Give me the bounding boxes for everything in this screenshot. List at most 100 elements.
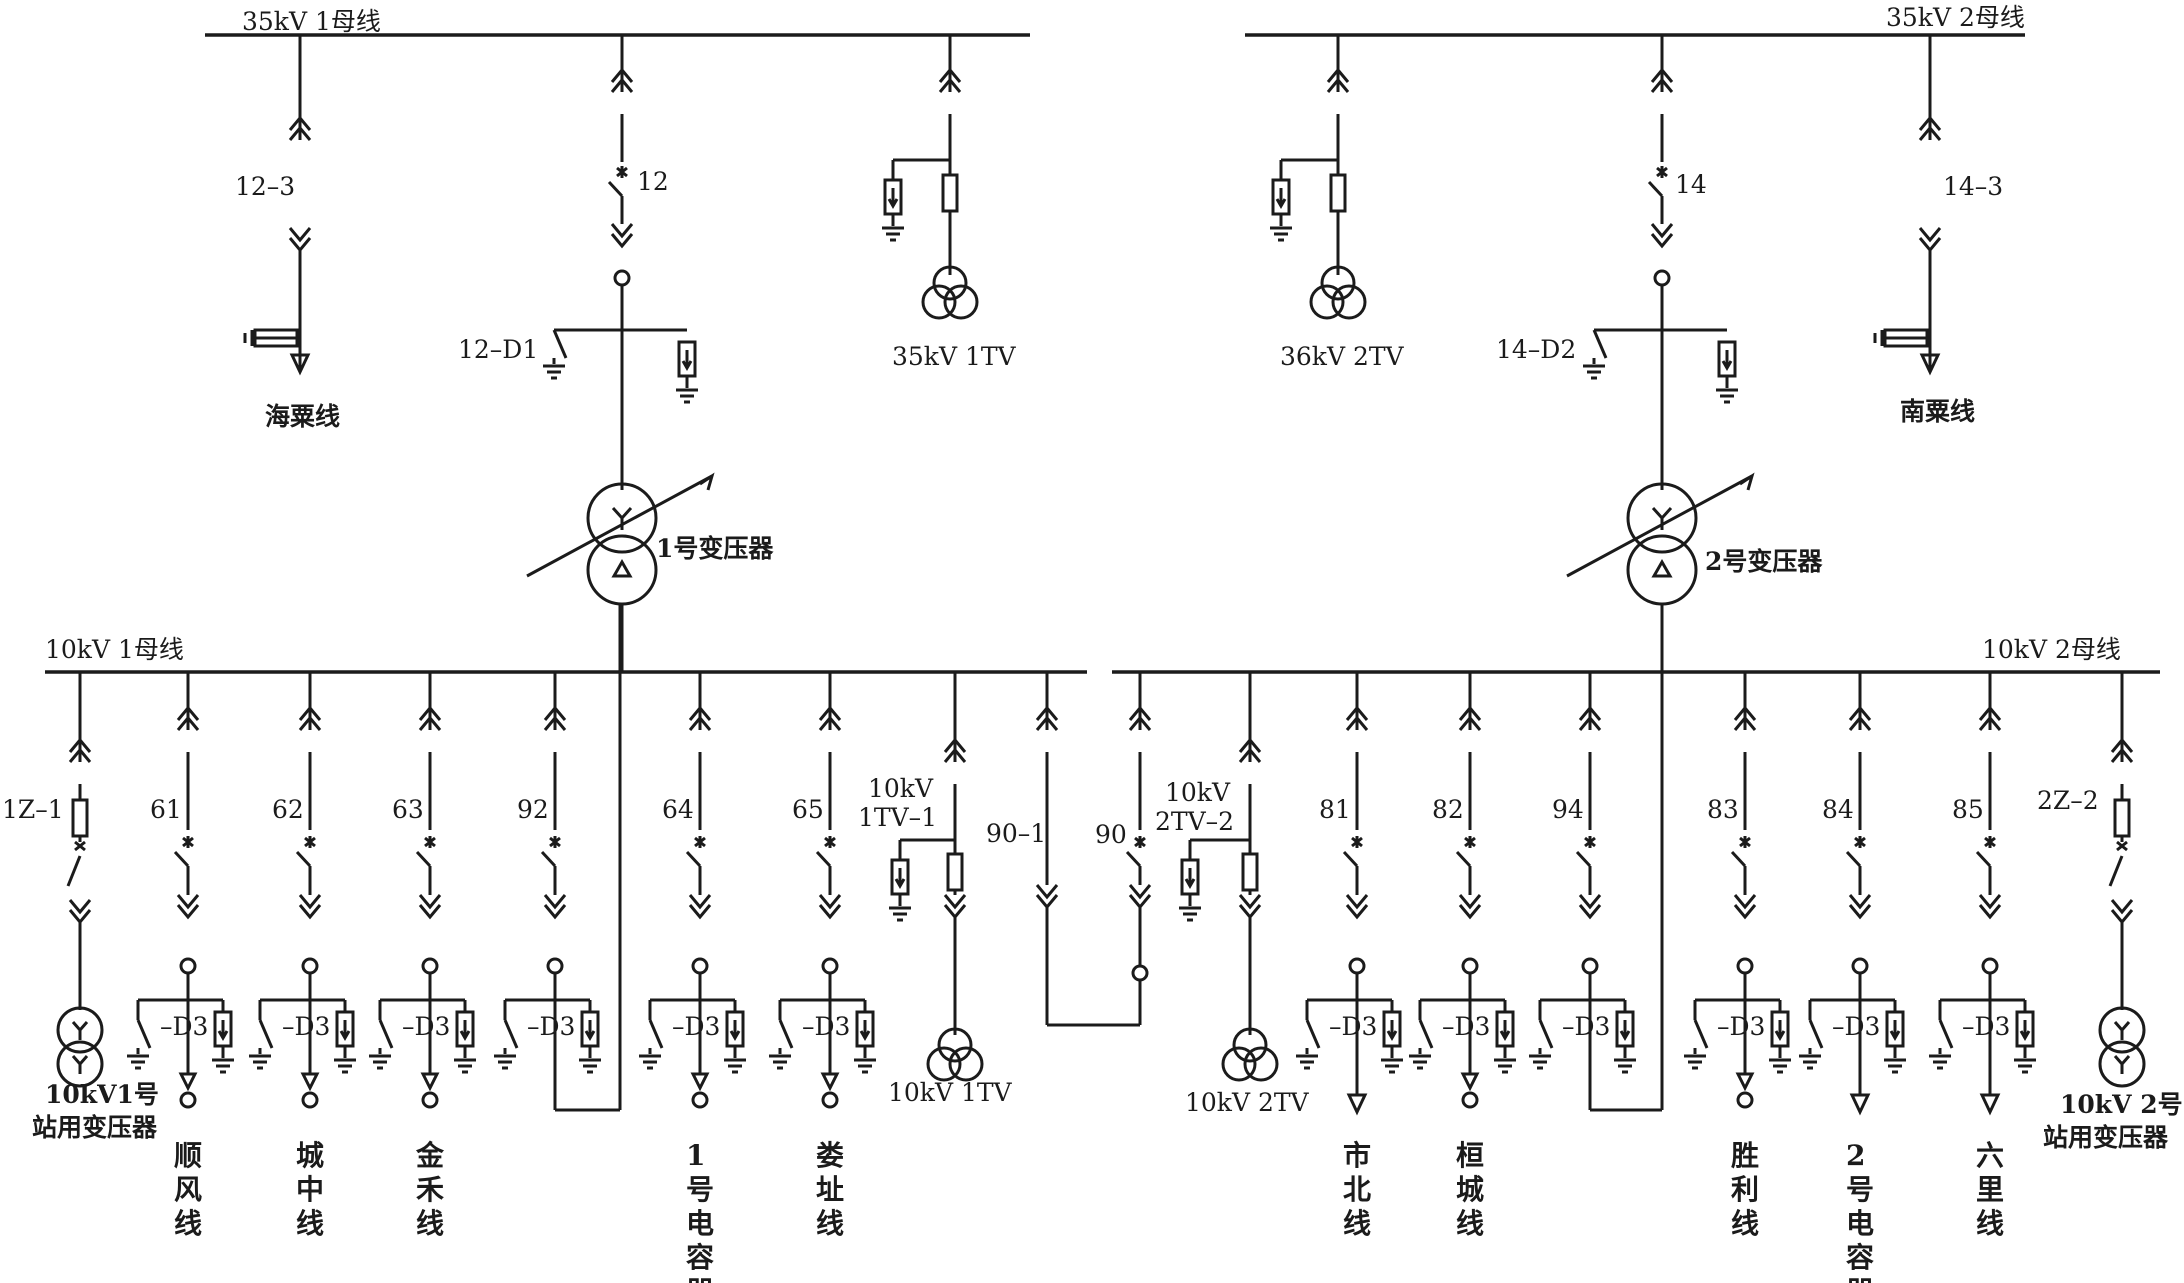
- feeder-81-id: 81: [1319, 795, 1351, 824]
- tv-35kv-1-label: 35kV 1TV: [892, 342, 1017, 371]
- plug-contact-symbol: [288, 227, 312, 253]
- breaker-x-mark: [304, 836, 316, 848]
- tie-disconnector-90-1-label: 90–1: [986, 819, 1046, 848]
- ground-symbol: [854, 1058, 876, 1074]
- bay-14-3-label: 14–3: [1943, 172, 2003, 201]
- current-transformer-symbol: [546, 957, 564, 975]
- feeder-83-name-char: 线: [1731, 1207, 1759, 1240]
- plug-contact-symbol: [176, 894, 200, 920]
- feeder-94-id: 94: [1552, 795, 1584, 824]
- breaker-blade: [1845, 850, 1862, 868]
- cable-sealing-end: [1883, 328, 1929, 348]
- plug-contact-symbol: [543, 894, 567, 920]
- feeder-arrow: [1979, 1093, 2001, 1116]
- fuse-x-mark: [2116, 840, 2128, 852]
- surge-arrester-arrow: [1889, 1020, 1901, 1042]
- feeder-bay-85: [1929, 672, 2036, 1116]
- bay-12-3-label: 12–3: [235, 172, 295, 201]
- plug-contact-symbol: [688, 705, 712, 731]
- wye-mark: [71, 1021, 89, 1040]
- tv-10kv-1-name: 10kV 1TV: [888, 1078, 1013, 1107]
- feeder-bay-83: [1684, 672, 1791, 1109]
- station-transformer-2-name-line2: 站用变压器: [2043, 1123, 2169, 1152]
- feeder-64-name-char: 号: [686, 1173, 714, 1206]
- vt-winding: [948, 1046, 984, 1082]
- vt-winding: [1232, 1027, 1268, 1063]
- tv-10kv-2-bay-label-line2: 2TV–2: [1155, 807, 1234, 836]
- breaker-x-mark: [694, 836, 706, 848]
- breaker-x-mark: [1464, 836, 1476, 848]
- feeder-83-earth-switch-label: –D3: [1717, 1012, 1765, 1041]
- fuse-x-mark: [74, 840, 86, 852]
- earth-switch-blade: [1592, 329, 1608, 359]
- feeder-84-name-char: 容: [1846, 1241, 1874, 1274]
- plug-contact-symbol: [298, 705, 322, 731]
- feeder-arrow: [420, 1072, 440, 1092]
- feeder-65-earth-switch-label: –D3: [802, 1012, 850, 1041]
- feeder-84-earth-switch-label: –D3: [1832, 1012, 1880, 1041]
- bay-14: [1566, 35, 1755, 672]
- plug-contact-symbol: [1458, 705, 1482, 731]
- bus-tie: [1035, 672, 1152, 1027]
- feeder-arrow: [178, 1072, 198, 1092]
- feeder-bay-62: [249, 672, 356, 1109]
- feeder-81-name-char: 线: [1343, 1207, 1371, 1240]
- breaker-x-mark: [1739, 836, 1751, 848]
- current-transformer-symbol: [1736, 957, 1754, 975]
- vt-winding: [1320, 265, 1356, 301]
- tv-36kv-2-label: 36kV 2TV: [1280, 342, 1405, 371]
- breaker-blade: [607, 180, 624, 198]
- bay-12: [526, 35, 715, 672]
- current-transformer-symbol: [613, 269, 631, 287]
- feeder-63-name-char: 金: [415, 1139, 445, 1172]
- vt-winding: [1221, 1046, 1257, 1082]
- ground-symbol: [543, 364, 565, 380]
- station-transformer-1-name-line2: 站用变压器: [32, 1113, 158, 1142]
- vt-winding: [932, 265, 968, 301]
- transformer-1-lv-winding: [586, 534, 658, 606]
- fuse-symbol: [946, 852, 964, 892]
- feeder-85-name-char: 六: [1976, 1139, 2004, 1172]
- feeder-81-name-char: 北: [1343, 1173, 1371, 1206]
- breaker-x-mark: [1984, 836, 1996, 848]
- ground-symbol: [369, 1054, 391, 1070]
- plug-contact-symbol: [1733, 705, 1757, 731]
- current-transformer-symbol: [691, 957, 709, 975]
- plug-contact-symbol: [1978, 705, 2002, 731]
- earth-switch-blade: [1808, 1019, 1824, 1049]
- current-transformer-symbol: [1653, 269, 1671, 287]
- feeder-64-earth-switch-label: –D3: [672, 1012, 720, 1041]
- surge-arrester-arrow: [1774, 1020, 1786, 1042]
- surge-arrester-arrow: [584, 1020, 596, 1042]
- plug-contact-symbol: [1035, 705, 1059, 731]
- feeder-85-name-char: 线: [1976, 1207, 2004, 1240]
- fuse-symbol: [71, 798, 89, 838]
- breaker-blade: [685, 850, 702, 868]
- plug-contact-symbol: [1238, 894, 1262, 920]
- bus-10kv-1-label: 10kV 1母线: [45, 635, 184, 664]
- feeder-arrow: [289, 353, 311, 376]
- feeder-bay-94: [1529, 604, 1664, 1112]
- breaker-x-mark: [1584, 836, 1596, 848]
- tv-36kv-2-bay: [1270, 35, 1367, 320]
- feeder-cable-end: [691, 1091, 709, 1109]
- earth-switch-14-d2-label: 14–D2: [1496, 335, 1576, 364]
- busbars: [45, 33, 2160, 674]
- breaker-blade: [295, 850, 312, 868]
- feeder-64-name-char: 1: [686, 1139, 705, 1172]
- wye-mark: [71, 1055, 89, 1074]
- wire: [2108, 855, 2124, 887]
- surge-arrester-arrow: [1275, 188, 1287, 210]
- breaker-x-mark: [424, 836, 436, 848]
- earth-switch-12-d1-label: 12–D1: [458, 335, 538, 364]
- current-transformer-symbol: [1461, 957, 1479, 975]
- current-transformer-symbol: [821, 957, 839, 975]
- ground-symbol: [212, 1058, 234, 1074]
- breaker-12-label: 12: [637, 167, 669, 196]
- tv-10kv-1-bay-label-line2: 1TV–1: [858, 803, 937, 832]
- ground-symbol: [1684, 1054, 1706, 1070]
- ground-symbol: [889, 906, 911, 922]
- feeder-cable-end: [1461, 1091, 1479, 1109]
- earth-switch-blade: [503, 1019, 519, 1049]
